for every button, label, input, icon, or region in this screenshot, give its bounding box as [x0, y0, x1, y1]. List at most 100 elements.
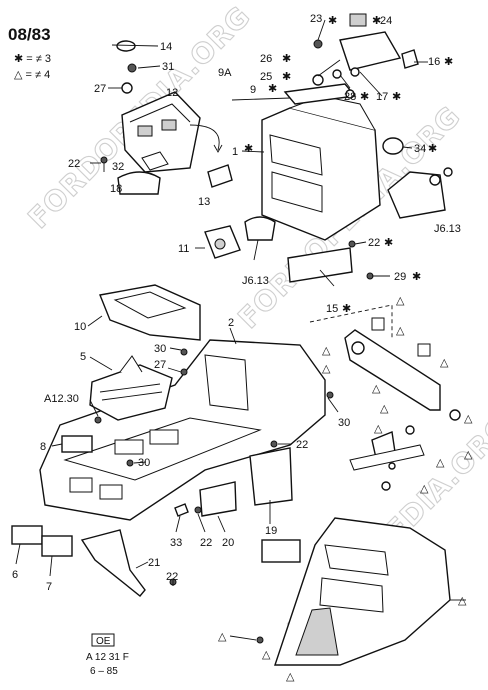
callout-1: 1 — [232, 146, 238, 158]
star-marker: ✱ — [244, 143, 253, 155]
callout-13: 13 — [198, 196, 210, 208]
part-17-nut — [350, 67, 360, 77]
callout-30: 30 — [154, 343, 166, 355]
triangle-marker: △ — [396, 325, 405, 337]
part-13-switch — [207, 164, 233, 188]
triangle-marker: △ — [372, 383, 381, 395]
callout-30: 30 — [138, 457, 150, 469]
callout-17: 17 — [376, 91, 388, 103]
callout-33: 33 — [170, 537, 182, 549]
legend-star: ✱ = ≠ 3 — [14, 53, 51, 65]
callout-32: 32 — [112, 161, 124, 173]
footer-ref: A 12 31 F — [86, 652, 129, 663]
callout-27: 27 — [94, 83, 106, 95]
part-28-nut — [345, 89, 355, 99]
callout-a1230: A12.30 — [44, 393, 79, 405]
callout-8: 8 — [40, 441, 46, 453]
star-marker: ✱ — [360, 91, 369, 103]
callout-11: 11 — [178, 243, 189, 255]
star-marker: ✱ — [412, 271, 421, 283]
part-16-clip — [401, 49, 419, 69]
triangle-marker: △ — [218, 631, 227, 643]
bracket-assembly-right — [344, 317, 461, 491]
star-marker: ✱ — [268, 83, 277, 95]
part-trim-plate — [261, 539, 301, 563]
callout-22: 22 — [368, 237, 380, 249]
diagram-code: 08/83 — [8, 25, 51, 44]
part-6-switch — [11, 525, 43, 545]
callout-6: 6 — [12, 569, 18, 581]
callout-5: 5 — [80, 351, 86, 363]
callout-34: 34 — [414, 143, 426, 155]
part-24-panel — [339, 31, 402, 71]
triangle-marker: △ — [322, 345, 331, 357]
star-marker: ✱ — [282, 71, 291, 83]
callout-10: 10 — [74, 321, 86, 333]
callout-j613: J6.13 — [434, 223, 461, 235]
callout-28: 28 — [344, 91, 356, 103]
callout-9: 9 — [250, 84, 256, 96]
callout-26: 26 — [260, 53, 272, 65]
triangle-marker: △ — [436, 457, 445, 469]
triangle-marker: △ — [464, 413, 473, 425]
part-21-bracket — [80, 529, 146, 597]
star-marker: ✱ — [444, 56, 453, 68]
triangle-marker: △ — [374, 423, 383, 435]
leader-lines — [15, 19, 466, 641]
callout-7: 7 — [46, 581, 52, 593]
triangle-marker: △ — [420, 483, 429, 495]
part-34-bush — [382, 137, 404, 155]
part-26-washer — [332, 69, 342, 79]
triangle-markers: △ △ △ △ △ △ △ △ △ △ △ △ △ △ △ △ — [218, 295, 473, 683]
callout-14: 14 — [160, 41, 172, 53]
callout-22: 22 — [166, 571, 178, 583]
callout-18: 18 — [110, 183, 122, 195]
triangle-marker: △ — [464, 449, 473, 461]
part-25-washer — [312, 74, 324, 86]
part-14-cap — [116, 40, 136, 52]
callout-19: 19 — [265, 525, 277, 537]
callout-30: 30 — [338, 417, 350, 429]
star-marker: ✱ — [372, 15, 381, 27]
callout-2: 2 — [228, 317, 234, 329]
triangle-marker: △ — [286, 671, 295, 683]
part-20-bracket — [199, 481, 237, 517]
callout-j613: J6.13 — [242, 275, 269, 287]
legend-triangle: △ = ≠ 4 — [14, 69, 50, 81]
part-j613-clamp — [244, 216, 276, 241]
callout-22: 22 — [200, 537, 212, 549]
callout-22: 22 — [68, 158, 80, 170]
part-31-clip — [127, 63, 137, 73]
callout-23: 23 — [310, 13, 322, 25]
part-23-screw — [313, 39, 323, 49]
triangle-marker: △ — [440, 357, 449, 369]
star-marker: ✱ — [392, 91, 401, 103]
part-15-bracket — [287, 247, 353, 283]
star-marker: ✱ — [428, 143, 437, 155]
part-rear-console — [274, 517, 451, 666]
callout-31: 31 — [162, 61, 174, 73]
callout-21: 21 — [148, 557, 160, 569]
callout-9a: 9A — [218, 67, 232, 79]
callout-16: 16 — [428, 56, 440, 68]
callout-27: 27 — [154, 359, 166, 371]
footer-badge: OE — [96, 636, 111, 647]
part-18-clamp — [117, 171, 161, 195]
part-24-clip — [349, 13, 367, 27]
part-27-clip — [121, 82, 133, 94]
triangle-marker: △ — [396, 295, 405, 307]
star-markers: ✱ ✱ ✱ ✱ ✱ ✱ ✱ ✱ ✱ ✱ ✱ ✱ ✱ — [244, 15, 453, 315]
part-2-console — [39, 339, 326, 521]
star-marker: ✱ — [384, 237, 393, 249]
part-33-clip — [174, 503, 189, 517]
triangle-marker: △ — [322, 363, 331, 375]
footer-date: 6 – 85 — [90, 666, 118, 677]
callout-12: 12 — [166, 87, 178, 99]
part-j613-bracket — [387, 167, 453, 219]
part-12-bracket — [121, 91, 223, 173]
part-19-bracket — [249, 447, 293, 506]
callout-24: 24 — [380, 15, 392, 27]
callout-22: 22 — [296, 439, 308, 451]
part-32-nut — [141, 151, 169, 171]
